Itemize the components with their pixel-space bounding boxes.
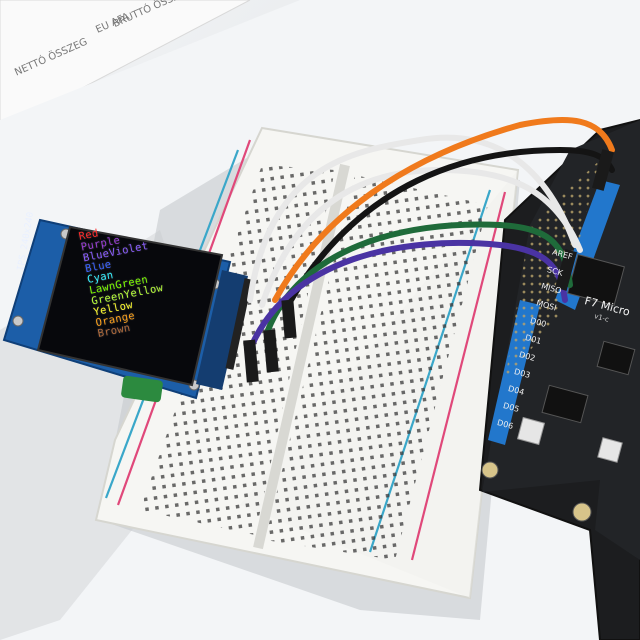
tft-module bbox=[2, 218, 253, 400]
jumper-wires bbox=[243, 117, 615, 383]
f7-micro-board bbox=[478, 118, 640, 640]
tft-pin-header bbox=[225, 278, 253, 370]
green-component bbox=[121, 375, 163, 403]
tft-screen bbox=[36, 225, 224, 387]
